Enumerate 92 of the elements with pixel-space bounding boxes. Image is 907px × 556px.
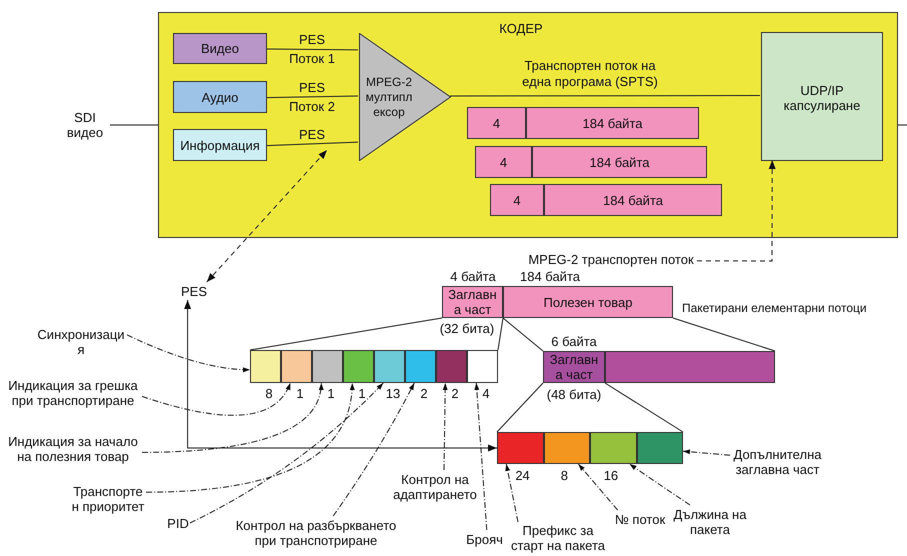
size-label: 184 байта <box>519 269 581 284</box>
bit-count: 24 <box>514 468 531 483</box>
encapsulation-box: UDP/IP капсулиране <box>761 32 883 161</box>
dashed-arrow <box>696 160 776 262</box>
multiplexer-triangle: MPEG-2 мултипл ексор <box>359 33 451 161</box>
leader-line <box>190 382 384 524</box>
leader-line <box>126 334 250 372</box>
projection-line <box>250 318 442 350</box>
annotation-text: Дължина на пакета <box>670 505 750 539</box>
panel-title: КОДЕР <box>498 21 544 36</box>
header-field <box>590 432 636 464</box>
input-box: Видео <box>173 33 267 64</box>
leader-line <box>442 382 448 470</box>
header-field <box>544 432 590 464</box>
annotation-text: Префикс за старт на пакета <box>508 522 608 554</box>
bit-count: 8 <box>264 386 274 401</box>
leader-line <box>146 382 354 493</box>
leader-line <box>332 382 415 516</box>
projection-line <box>498 318 504 350</box>
annotation-text: Брояч <box>462 530 507 548</box>
annotation-text: PES <box>178 282 210 300</box>
edge-label: PES Поток 1 <box>288 31 336 68</box>
header-field <box>343 350 374 383</box>
annotation-text: Синхронизаци я <box>35 324 127 360</box>
annotation-text: SDI видео <box>60 108 110 142</box>
annotation-text: Контрол на разбъркването при транспотриране <box>230 516 402 550</box>
header-field <box>497 432 544 464</box>
header-field <box>405 350 436 383</box>
header-field <box>467 350 498 383</box>
payload-box: Полезен товар <box>503 286 673 318</box>
input-box: Информация <box>173 129 267 161</box>
bit-count: 2 <box>450 386 460 401</box>
annotation-text: Индикация за грешка при транспортиране <box>4 376 142 410</box>
connector-line <box>266 96 358 98</box>
leader-line <box>505 464 518 522</box>
connector-line <box>450 95 760 96</box>
leader-line <box>578 464 618 510</box>
size-label: (48 бита) <box>546 387 602 402</box>
annotation-text: № поток <box>612 510 668 528</box>
connector-line <box>110 124 158 126</box>
connector-line <box>898 124 907 126</box>
payload-box <box>605 351 775 383</box>
edge-label: PES <box>298 127 326 142</box>
packet-field: 184 байта <box>532 146 707 178</box>
connector-line <box>266 142 358 146</box>
annotation-text: PID <box>166 514 190 532</box>
annotation-text: Допълнителна заглавна част <box>730 445 825 479</box>
leader-line <box>142 382 291 416</box>
projection-line <box>672 318 776 352</box>
leader-line <box>629 464 690 506</box>
edge-label: Транспортен поток на една програма (SPTS) <box>521 58 659 90</box>
header-field <box>374 350 405 383</box>
bit-count: 2 <box>419 386 429 401</box>
input-box: Аудио <box>173 81 267 113</box>
header-field <box>281 350 312 383</box>
size-label: (32 бита) <box>438 321 496 336</box>
annotation-text: Контрол на адаптирането <box>390 470 480 504</box>
header-field <box>312 350 343 383</box>
dashed-arrow <box>206 150 328 282</box>
projection-line <box>496 382 544 432</box>
annotation-text: MPEG-2 транспортен поток <box>525 250 697 268</box>
annotation-text: Индикация за начало на полезния товар <box>4 432 142 466</box>
connector-line <box>266 48 358 50</box>
bit-count: 8 <box>560 468 570 483</box>
packet-field: 184 байта <box>544 184 722 216</box>
packet-field: 4 <box>490 184 544 216</box>
projection-line <box>604 382 684 432</box>
bit-count: 4 <box>481 386 491 401</box>
bit-count: 1 <box>357 386 367 401</box>
packet-field: 184 байта <box>526 107 699 139</box>
header-field <box>636 432 683 464</box>
caption-text: Пакетирани елементарни потоци <box>682 301 868 316</box>
bit-count: 1 <box>326 386 336 401</box>
leader-line <box>142 382 323 453</box>
bit-count: 16 <box>602 468 620 483</box>
pes-header: Заглавн а част <box>543 351 605 383</box>
header-field <box>436 350 467 383</box>
packet-field: 4 <box>467 107 526 139</box>
bit-count: 1 <box>295 386 305 401</box>
bent-arrow <box>184 300 498 452</box>
bit-count: 13 <box>384 386 402 401</box>
annotation-text: Транспорте н приоритет <box>70 482 146 516</box>
projection-line <box>502 318 544 352</box>
packet-header: Заглавн а част <box>442 286 503 318</box>
size-label: 6 байта <box>550 334 598 349</box>
size-label: 4 байта <box>449 269 497 284</box>
leader-line <box>682 449 730 456</box>
edge-label: PES Поток 2 <box>288 79 336 116</box>
encoder-panel <box>158 12 898 238</box>
header-field <box>250 350 281 383</box>
packet-field: 4 <box>475 146 532 178</box>
leader-line <box>474 382 488 530</box>
